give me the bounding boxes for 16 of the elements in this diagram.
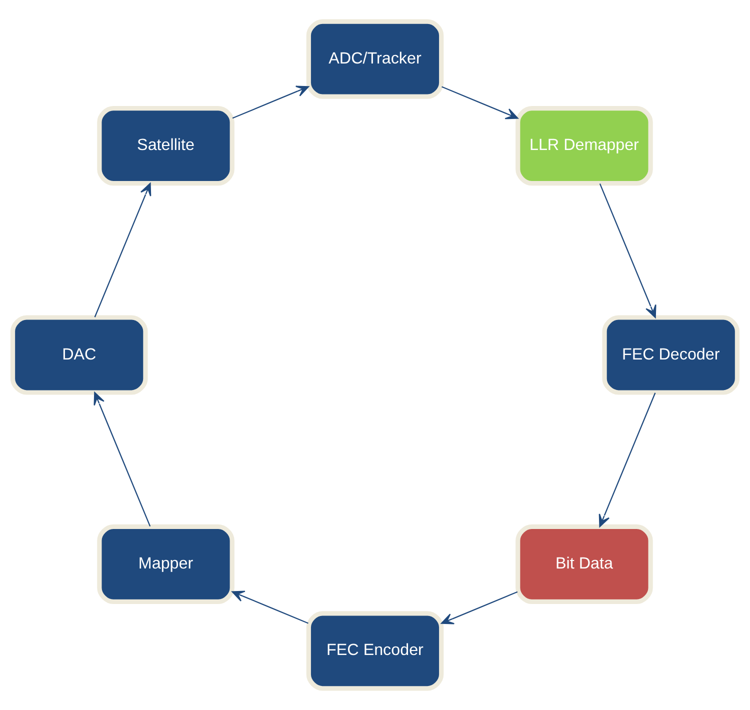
- node-box: ADC/Tracker: [306, 19, 444, 99]
- arrow: [232, 86, 310, 119]
- arrow: [599, 183, 656, 318]
- node-box: FEC Decoder: [602, 315, 740, 395]
- node-box: Mapper: [97, 524, 234, 604]
- arrow: [94, 392, 151, 527]
- arrow: [232, 590, 308, 624]
- arrow: [440, 591, 518, 624]
- node-box: FEC Encoder: [306, 611, 444, 691]
- node-box: Satellite: [97, 106, 234, 186]
- node-box: DAC: [10, 315, 148, 395]
- arrow: [598, 392, 656, 528]
- node-box: LLR Demapper: [516, 106, 653, 186]
- arrow: [442, 86, 518, 120]
- arrow: [94, 182, 152, 318]
- node-box: Bit Data: [516, 524, 653, 604]
